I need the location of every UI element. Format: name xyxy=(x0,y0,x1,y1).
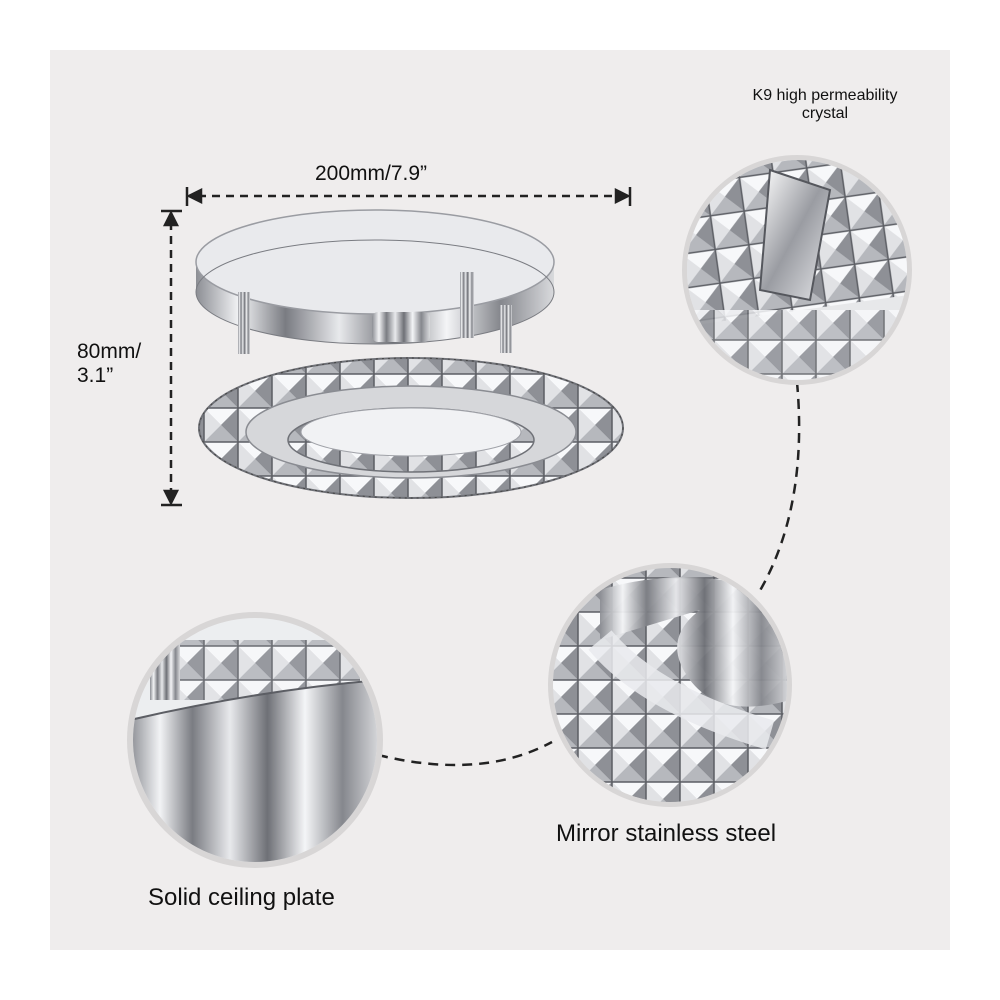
height-label-line1: 80mm/ xyxy=(77,340,142,363)
crystal-label-line2: crystal xyxy=(801,105,849,122)
height-dimension-label: 80mm/ 3.1” xyxy=(77,340,141,388)
callout-connector-lines xyxy=(377,381,801,767)
width-dimension-arrow xyxy=(185,187,632,206)
height-dimension-arrow xyxy=(161,209,182,507)
mirror-callout-label: Mirror stainless steel xyxy=(556,820,777,847)
height-label-line2: 3.1” xyxy=(77,364,114,387)
ceiling-plate-detail-circle xyxy=(127,612,383,868)
plate-callout-label: Solid ceiling plate xyxy=(148,884,335,911)
width-dimension-label: 200mm/7.9” xyxy=(315,162,428,185)
crystal-detail-circle xyxy=(682,155,912,385)
crystal-callout-label: K9 high permeability crystal xyxy=(700,87,950,123)
ceiling-lamp-image xyxy=(195,209,624,499)
crystal-label-line1: K9 high permeability xyxy=(752,87,898,104)
mirror-steel-detail-circle xyxy=(548,563,792,807)
